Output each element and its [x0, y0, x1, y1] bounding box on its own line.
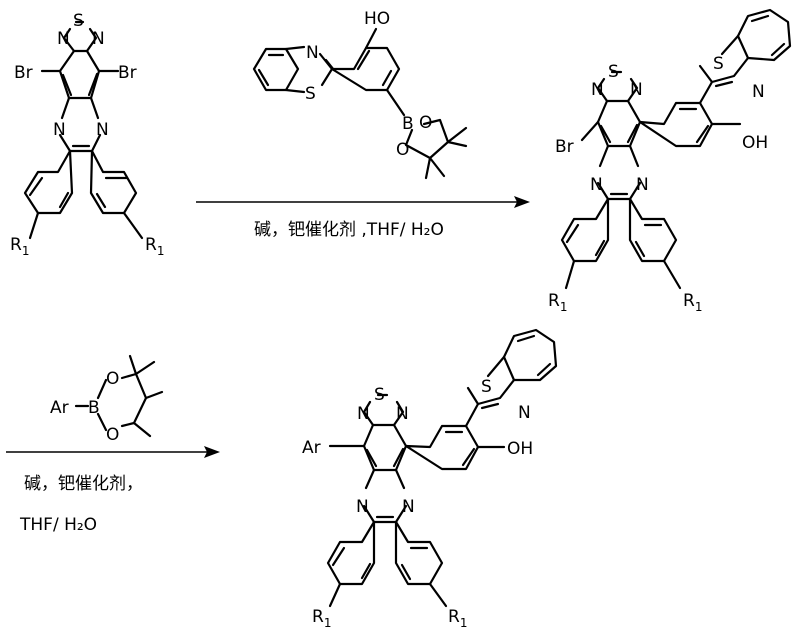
atom-N: N: [752, 82, 765, 102]
atom-N: N: [636, 175, 649, 195]
atom-N: N: [306, 43, 319, 63]
atom-HO: HO: [364, 9, 390, 29]
atom-Br: Br: [555, 137, 574, 157]
atom-N: N: [518, 403, 531, 423]
atom-N: N: [96, 120, 109, 140]
intermediate-bromide: N S N Br N N S N OH R1 R1: [548, 8, 792, 314]
atom-S: S: [608, 62, 619, 82]
atom-O: O: [106, 369, 119, 389]
atom-N: N: [356, 497, 369, 517]
starting-material-dibromide: N S N Br Br N N R1 R1: [10, 11, 164, 258]
atom-N: N: [402, 497, 415, 517]
atom-N: N: [57, 29, 70, 49]
atom-N: N: [396, 404, 409, 424]
atom-Ar: Ar: [50, 398, 69, 418]
atom-N: N: [92, 29, 105, 49]
atom-N: N: [53, 120, 66, 140]
step2-conditions-line2: THF/ H₂O: [19, 515, 97, 535]
atom-B: B: [88, 398, 100, 418]
atom-Br: Br: [118, 63, 137, 83]
atom-Br: Br: [14, 63, 33, 83]
atom-O: O: [106, 425, 119, 445]
final-product: N S N Ar N N S N OH R1 R1: [302, 328, 558, 630]
atom-S: S: [73, 11, 84, 31]
atom-N: N: [357, 404, 370, 424]
atom-OH: OH: [507, 439, 533, 459]
substituent-R: R1: [145, 235, 164, 258]
atom-O: O: [419, 113, 432, 133]
substituent-R: R1: [683, 291, 702, 314]
step1-conditions: 碱，钯催化剂 ,THF/ H₂O: [254, 220, 444, 240]
atom-S: S: [305, 84, 316, 104]
substituent-R: R1: [548, 291, 567, 314]
substituent-R: R1: [448, 607, 467, 630]
substituent-R: R1: [10, 235, 29, 258]
atom-O: O: [396, 140, 409, 160]
atom-S: S: [481, 377, 492, 397]
atom-S: S: [374, 385, 385, 405]
reaction-arrow-step2: 碱，钯催化剂， THF/ H₂O: [6, 446, 220, 535]
atom-N: N: [590, 175, 603, 195]
step2-conditions-line1: 碱，钯催化剂，: [24, 474, 143, 494]
atom-N: N: [591, 80, 604, 100]
reaction-arrow-step1: 碱，钯催化剂 ,THF/ H₂O: [196, 196, 530, 240]
atom-B: B: [402, 114, 414, 134]
reagent-benzothiazole-phenol-boronate: N S HO B O O: [252, 9, 468, 180]
substituent-R: R1: [312, 607, 331, 630]
atom-S: S: [713, 54, 724, 74]
atom-N: N: [630, 80, 643, 100]
atom-OH: OH: [742, 133, 768, 153]
reagent-aryl-boronate: Ar B O O: [50, 354, 164, 445]
atom-Ar: Ar: [302, 438, 321, 458]
